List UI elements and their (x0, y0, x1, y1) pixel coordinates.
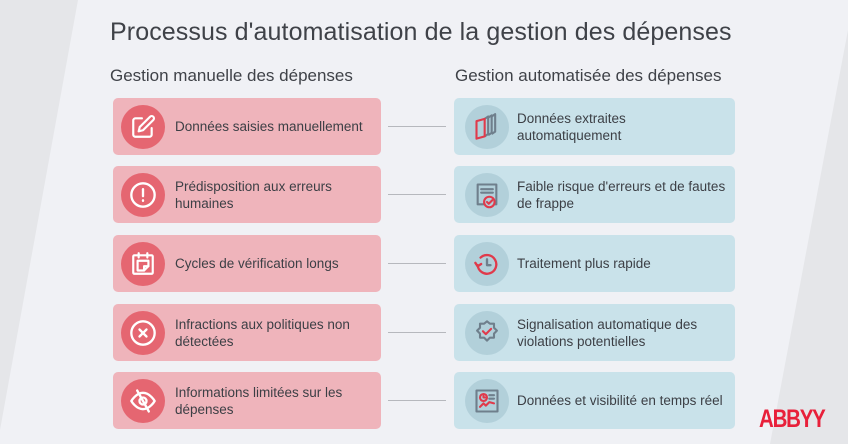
automated-item-card: Données extraites automatiquement (454, 98, 735, 155)
documents-stack-icon (465, 104, 509, 149)
connector-line (388, 126, 446, 127)
automated-item-card: Signalisation automatique des violations… (454, 304, 735, 361)
calendar-icon (121, 241, 165, 286)
card-label: Données saisies manuellement (175, 119, 363, 134)
clock-history-icon (465, 241, 509, 286)
x-circle-icon (121, 310, 165, 355)
manual-item-card: Prédisposition aux erreurs humaines (113, 166, 381, 223)
automated-column-heading: Gestion automatisée des dépenses (455, 66, 722, 85)
card-label: Signalisation automatique des violations… (517, 316, 698, 349)
dashboard-chart-icon (465, 378, 509, 423)
eye-off-icon (121, 378, 165, 423)
card-label: Données et visibilité en temps réel (517, 393, 723, 408)
abbyy-logo: ABBYY (759, 405, 826, 433)
badge-check-icon (465, 310, 509, 355)
document-check-icon (465, 172, 509, 217)
automated-item-card: Données et visibilité en temps réel (454, 372, 735, 429)
edit-icon (121, 104, 165, 149)
connector-line (388, 400, 446, 401)
connector-line (388, 194, 446, 195)
card-label: Informations limitées sur les dépenses (175, 384, 343, 417)
manual-item-card: Informations limitées sur les dépenses (113, 372, 381, 429)
connector-line (388, 263, 446, 264)
manual-item-card: Données saisies manuellement (113, 98, 381, 155)
manual-item-card: Cycles de vérification longs (113, 235, 381, 292)
card-label: Faible risque d'erreurs et de fautes de … (517, 178, 726, 211)
automated-item-card: Traitement plus rapide (454, 235, 735, 292)
connector-line (388, 332, 446, 333)
page-title: Processus d'automatisation de la gestion… (110, 18, 732, 46)
alert-icon (121, 172, 165, 217)
card-label: Traitement plus rapide (517, 256, 651, 271)
manual-column-heading: Gestion manuelle des dépenses (110, 66, 353, 85)
card-label: Prédisposition aux erreurs humaines (175, 178, 332, 211)
card-label: Données extraites automatiquement (517, 110, 626, 143)
automated-item-card: Faible risque d'erreurs et de fautes de … (454, 166, 735, 223)
card-label: Infractions aux politiques non détectées (175, 316, 350, 349)
manual-item-card: Infractions aux politiques non détectées (113, 304, 381, 361)
card-label: Cycles de vérification longs (175, 256, 339, 271)
